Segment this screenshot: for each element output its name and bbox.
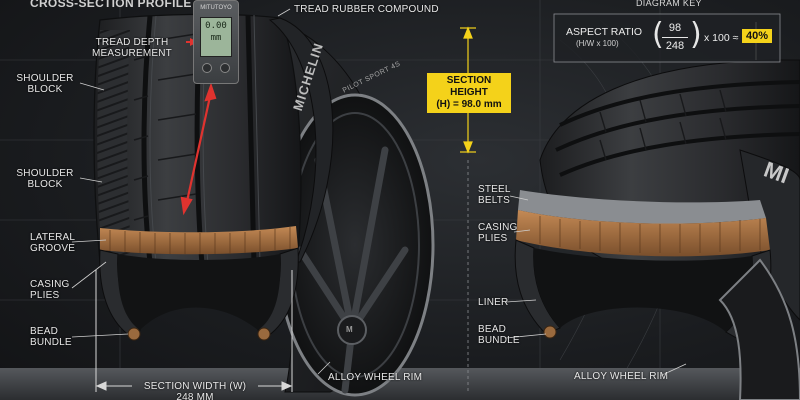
label-shoulder-block-1-line2: BLOCK [27, 84, 63, 95]
label-steel-belts-line1: STEEL [478, 184, 511, 195]
label-tread-rubber: TREAD RUBBER COMPOUND [294, 4, 439, 15]
label-steel-belts-line2: BELTS [478, 195, 510, 206]
label-bead-bundle-right-line2: BUNDLE [478, 335, 520, 346]
label-bead-bundle-left: BEAD BUNDLE [30, 326, 72, 348]
label-tread-depth-line2: MEASUREMENT [92, 48, 172, 59]
label-lateral-groove-line2: GROOVE [30, 243, 76, 254]
cross-section-title: CROSS-SECTION PROFILE [30, 0, 192, 10]
label-section-width: SECTION WIDTH (W) 248 mm [132, 381, 258, 400]
label-lateral-groove: LATERAL GROOVE [30, 232, 75, 254]
section-width-dimension [95, 270, 293, 392]
section-height-line2: (H) = 98.0 mm [436, 99, 502, 110]
right-steel-belts [518, 190, 766, 224]
fraction-bar [662, 37, 688, 38]
label-casing-plies-right: CASING PLIES [478, 222, 518, 244]
label-casing-plies-left-line2: PLIES [30, 290, 60, 301]
label-tread-depth: TREAD DEPTH MEASUREMENT [72, 37, 192, 59]
label-casing-plies-left: CASING PLIES [30, 279, 70, 301]
right-leader-lines [505, 195, 687, 377]
gauge-button-right [220, 63, 230, 73]
aspect-ratio-formula: ASPECT RATIO (H/W x 100) ( 98 248 ) x 10… [554, 14, 780, 62]
aspect-multiplier: x 100 ≈ [704, 32, 739, 44]
label-alloy-rim-left: ALLOY WHEEL RIM [328, 372, 423, 383]
label-shoulder-block-2: SHOULDER BLOCK [10, 168, 80, 190]
aspect-denominator: 248 [665, 40, 685, 52]
label-shoulder-block-1-line1: SHOULDER [16, 73, 74, 84]
label-bead-bundle-left-line2: BUNDLE [30, 337, 72, 348]
gauge-reading: 0.00 [205, 21, 227, 31]
left-casing-plies [100, 226, 298, 255]
aspect-numerator: 98 [668, 22, 682, 34]
section-height-callout: SECTION HEIGHT (H) = 98.0 mm [427, 73, 511, 113]
label-shoulder-block-2-line2: BLOCK [27, 179, 63, 190]
aspect-result: 40% [742, 29, 773, 43]
aspect-close-paren: ) [690, 17, 702, 52]
aspect-ratio-name: ASPECT RATIO [566, 26, 643, 38]
gauge-button-left [202, 63, 212, 73]
label-bead-bundle-left-line1: BEAD [30, 326, 59, 337]
label-casing-plies-left-line1: CASING [30, 279, 70, 290]
right-bead-bundle [543, 325, 557, 339]
aspect-ratio-sub: (H/W x 100) [576, 39, 619, 48]
label-shoulder-block-2-line1: SHOULDER [16, 168, 74, 179]
label-bead-bundle-right-line1: BEAD [478, 324, 507, 335]
label-casing-plies-right-line1: CASING [478, 222, 518, 233]
label-casing-plies-right-line2: PLIES [478, 233, 508, 244]
gauge-brand: MITUTOYO [200, 5, 232, 11]
gauge-unit: mm [210, 33, 222, 43]
gauge-display: 0.00 mm [200, 17, 232, 57]
label-steel-belts: STEEL BELTS [478, 184, 511, 206]
label-section-width-line1: SECTION WIDTH (W) [143, 381, 247, 392]
tread-depth-gauge: MITUTOYO 0.00 mm [193, 0, 239, 84]
label-alloy-rim-right: ALLOY WHEEL RIM [574, 371, 669, 382]
rim-hub [337, 315, 367, 345]
aspect-open-paren: ( [652, 17, 664, 52]
rim-center-mark: M [346, 325, 353, 334]
label-section-width-line2: 248 mm [176, 392, 214, 400]
label-shoulder-block-1: SHOULDER BLOCK [10, 73, 80, 95]
label-tread-depth-line1: TREAD DEPTH [95, 37, 169, 48]
left-bead-bundle [127, 327, 141, 341]
left-shoulder-blocks [97, 30, 132, 258]
tread-depth-arrow [180, 82, 217, 216]
right-alloy-rim [718, 258, 800, 400]
left-leader-lines [71, 8, 331, 375]
section-height-line1: SECTION HEIGHT [446, 75, 492, 98]
label-bead-bundle-right: BEAD BUNDLE [478, 324, 520, 346]
label-liner: LINER [478, 297, 509, 308]
right-tread-grooves [555, 80, 800, 177]
right-casing-plies [516, 210, 770, 257]
diagram-key-title: DIAGRAM KEY [636, 0, 702, 8]
label-lateral-groove-line1: LATERAL [30, 232, 76, 243]
